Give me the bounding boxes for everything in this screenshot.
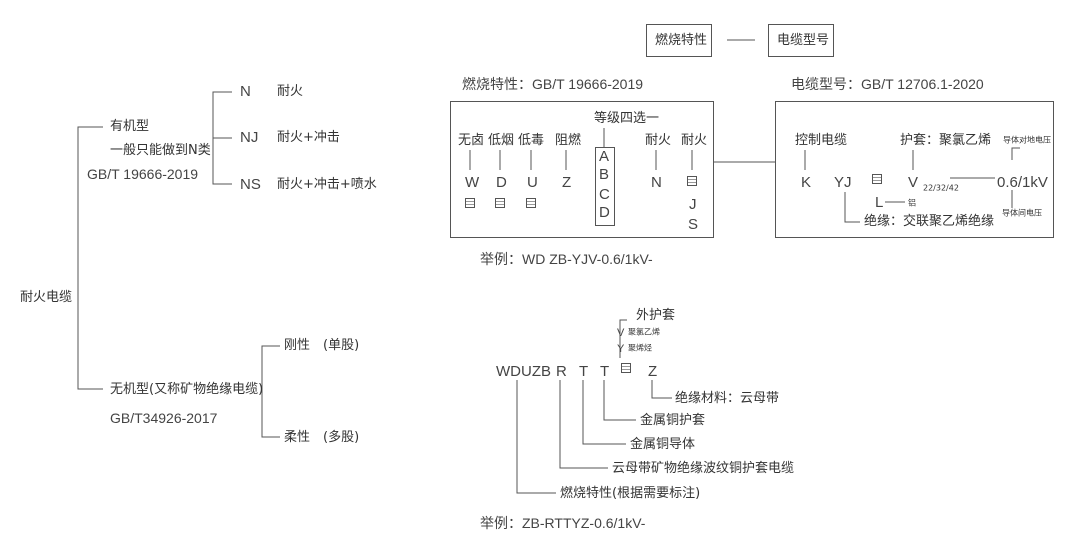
class-desc: 耐火+冲击 <box>277 130 340 145</box>
organic-title: 有机型 <box>110 119 150 134</box>
sheath-label: 护套：聚氯乙烯 <box>900 133 992 148</box>
organic-note: 一般只能做到N类 <box>110 143 211 158</box>
mineral-legend: 金属铜导体 <box>630 437 696 452</box>
type-note: (单股) <box>323 338 360 353</box>
class-desc: 耐火+冲击+喷水 <box>277 177 377 192</box>
model-title: 电缆型号：GB/T 12706.1-2020 <box>791 76 984 92</box>
combustion-label: 低毒 <box>518 133 545 148</box>
combustion-code: N <box>651 174 662 191</box>
organic-standard: GB/T 19666-2019 <box>87 166 199 182</box>
type-note: (多股) <box>323 430 360 445</box>
grade-label: 等级四选一 <box>594 111 660 126</box>
combustion-label: 耐火 <box>681 133 708 148</box>
missing-glyph-icon <box>621 362 631 378</box>
grade-code: C <box>599 186 610 203</box>
mineral-code: Z <box>648 363 658 380</box>
class-code: NS <box>240 176 261 193</box>
root-label: 耐火电缆 <box>20 290 73 305</box>
combustion-label: 阻燃 <box>555 133 582 148</box>
mineral-code: WDUZB <box>496 363 551 380</box>
combustion-label: 耐火 <box>645 133 672 148</box>
grade-code: A <box>599 148 610 165</box>
combustion-code: Z <box>562 174 572 191</box>
fire-sub-code: J <box>689 196 697 213</box>
aluminum-label: 铝 <box>908 198 916 208</box>
mineral-legend: 云母带矿物绝缘波纹铜护套电缆 <box>612 461 795 476</box>
missing-glyph-icon <box>495 197 505 213</box>
type-name: 柔性 <box>284 430 311 445</box>
missing-glyph-icon <box>465 197 475 213</box>
ground-voltage-label: 导体对地电压 <box>1003 135 1051 145</box>
grade-code: B <box>599 166 610 183</box>
phase-voltage-label: 导体间电压 <box>1002 208 1042 218</box>
mineral-legend: 绝缘材料：云母带 <box>675 391 780 406</box>
model-box <box>775 101 1054 238</box>
sheath-option-desc: 聚氯乙烯 <box>628 327 660 337</box>
fire-sub-code: S <box>688 216 699 233</box>
combustion-title: 燃烧特性：GB/T 19666-2019 <box>462 76 644 92</box>
model-code-v: V <box>908 174 919 191</box>
mineral-legend: 金属铜护套 <box>640 413 706 428</box>
sheath-option-code: V <box>617 327 625 339</box>
mineral-code: T <box>579 363 589 380</box>
outer-sheath-label: 外护套 <box>636 308 676 323</box>
mineral-code: R <box>556 363 567 380</box>
class-desc: 耐火 <box>277 84 304 99</box>
mineral-legend: 燃烧特性(根据需要标注) <box>560 486 701 501</box>
model-header-box: 电缆型号 <box>768 24 834 57</box>
inorganic-title: 无机型(又称矿物绝缘电缆) <box>110 382 264 397</box>
model-header-label: 电缆型号 <box>777 33 830 48</box>
class-code: N <box>240 83 251 100</box>
inorganic-standard: GB/T34926-2017 <box>110 410 218 426</box>
combustion-box <box>450 101 714 238</box>
combustion-code: W <box>465 174 480 191</box>
combustion-label: 无卤 <box>458 133 485 148</box>
combustion-example: 举例：WD ZB-YJV-0.6/1kV- <box>480 251 653 267</box>
combustion-label: 低烟 <box>488 133 515 148</box>
sheath-option-code: Y <box>617 343 625 355</box>
model-code-yj: YJ <box>834 174 852 191</box>
missing-glyph-icon <box>526 197 536 213</box>
armor-code: 22/32/42 <box>923 183 959 193</box>
combustion-header-box: 燃烧特性 <box>646 24 712 57</box>
combustion-code: U <box>527 174 538 191</box>
class-code: NJ <box>240 129 259 146</box>
insulation-label: 绝缘：交联聚乙烯绝缘 <box>864 214 995 229</box>
model-code-l: L <box>875 194 884 211</box>
voltage-code: 0.6/1kV <box>997 174 1048 191</box>
grade-box <box>595 147 615 226</box>
missing-glyph-icon <box>872 173 882 189</box>
grade-code: D <box>599 204 610 221</box>
control-label: 控制电缆 <box>795 133 848 148</box>
missing-glyph-icon <box>687 175 697 191</box>
sheath-option-desc: 聚烯烃 <box>628 343 652 353</box>
combustion-header-label: 燃烧特性 <box>655 33 708 48</box>
model-code-k: K <box>801 174 812 191</box>
mineral-example: 举例：ZB-RTTYZ-0.6/1kV- <box>480 515 646 531</box>
type-name: 刚性 <box>284 338 311 353</box>
combustion-code: D <box>496 174 507 191</box>
mineral-code: T <box>600 363 610 380</box>
